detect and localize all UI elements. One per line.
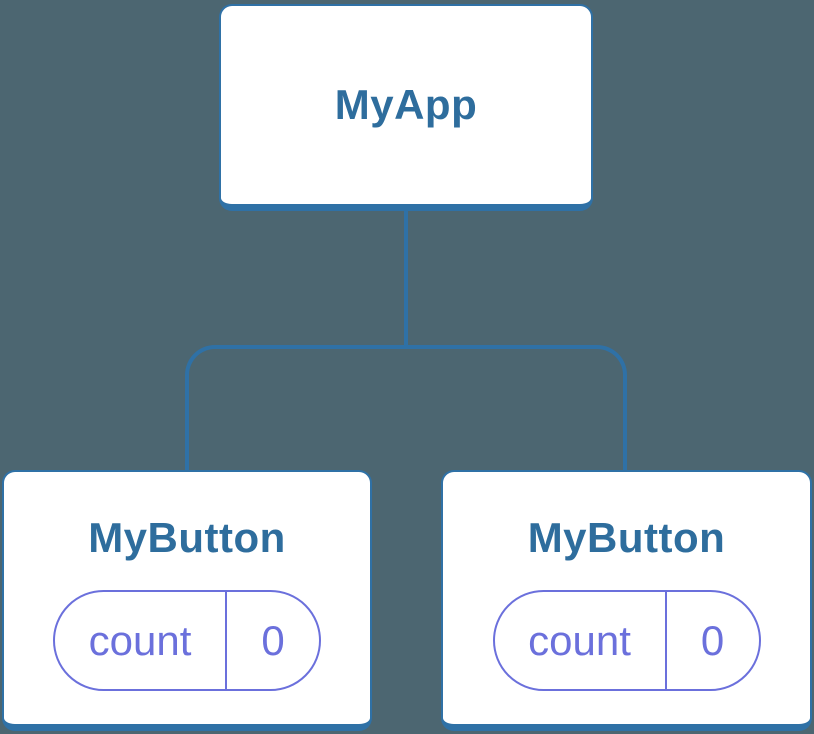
tree-node-mybutton-right: MyButton count 0 (441, 470, 812, 731)
state-value-right: 0 (700, 616, 725, 664)
node-label-mybutton-left: MyButton (88, 514, 286, 561)
state-pill-right: count 0 (492, 590, 761, 691)
state-pill-left: count 0 (53, 590, 321, 691)
node-label-myapp: MyApp (334, 81, 478, 128)
connector-branch-bracket (185, 345, 627, 470)
tree-node-mybutton-left: MyButton count 0 (2, 470, 372, 731)
tree-node-myapp: MyApp (219, 4, 593, 211)
state-value-left: 0 (261, 616, 285, 664)
connector-root-stem (404, 211, 408, 347)
node-label-mybutton-right: MyButton (527, 514, 726, 561)
state-key-left: count (55, 592, 227, 689)
state-key-right: count (495, 592, 667, 689)
